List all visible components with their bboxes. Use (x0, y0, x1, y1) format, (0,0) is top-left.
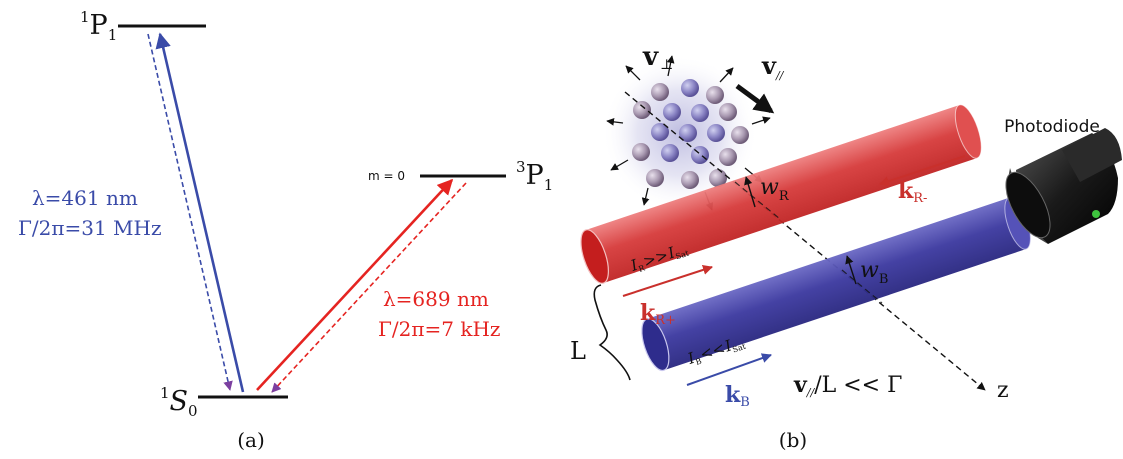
atom (651, 83, 669, 101)
z-axis-over-blue (841, 269, 883, 304)
atoms (632, 79, 749, 189)
label-1P1: 1P1 (80, 8, 117, 44)
atom (681, 171, 699, 189)
v-perp-label: v⊥ (642, 42, 673, 73)
caption-a: (a) (237, 428, 265, 452)
kB-arrow (686, 353, 772, 386)
blue-absorption-arrow (155, 32, 245, 393)
atom (709, 169, 727, 187)
atom (707, 124, 725, 142)
blue-wavelength-label: λ=461 nm (32, 186, 138, 210)
condition-label: v///L << Γ (793, 372, 902, 399)
atom-velocity-arrow (719, 67, 734, 83)
panel-b: v⊥ v// wR wB (570, 42, 1122, 452)
atom (691, 146, 709, 164)
red-beam-body (585, 104, 978, 284)
label-m0: m = 0 (368, 169, 405, 183)
kR-plus-label: kR+ (640, 300, 676, 328)
kB-label: kB (725, 382, 750, 410)
atom (719, 103, 737, 121)
photodiode-label: Photodiode (1004, 117, 1100, 137)
atom-velocity-arrow (606, 118, 624, 126)
atom (632, 143, 650, 161)
atom (646, 169, 664, 187)
atom (679, 124, 697, 142)
atom-velocity-arrow (641, 187, 650, 206)
separation-label: L (570, 337, 586, 365)
photodiode-back-block (1062, 128, 1122, 182)
label-3P1: 3P1 (516, 158, 553, 194)
atom (691, 104, 709, 122)
atom-velocity-arrow (625, 65, 641, 81)
atom-velocity-arrow (610, 159, 629, 171)
photodiode-led-icon (1092, 210, 1100, 218)
label-1S0: 1S0 (160, 384, 198, 420)
wR-arrow (744, 176, 756, 208)
kR-minus-label: kR- (898, 178, 927, 206)
wB-label: wB (860, 258, 888, 287)
blue-linewidth-label: Γ/2π=31 MHz (18, 216, 162, 240)
atom (731, 126, 749, 144)
photodiode: Photodiode (1004, 117, 1122, 244)
red-beam (580, 104, 982, 284)
atom (651, 123, 669, 141)
wB-arrow (845, 255, 857, 285)
red-absorption-arrow (256, 178, 454, 391)
atom (719, 148, 737, 166)
blue-beam-near-cap (641, 318, 670, 372)
caption-b: (b) (779, 428, 807, 452)
atom (681, 79, 699, 97)
atom-velocity-arrow (666, 55, 675, 77)
atom (706, 86, 724, 104)
v-par-label: v// (761, 51, 785, 82)
z-axis-label: z (997, 378, 1009, 403)
blue-beam-body (646, 197, 1027, 371)
blue-decay-arrow (147, 33, 233, 391)
atom (661, 144, 679, 162)
red-beam-near-cap (580, 229, 609, 284)
panel-a: 1P1 3P1 m = 0 1S0 λ=461 nm Γ/2π=31 MHz λ… (18, 8, 553, 452)
kR-minus-arrow (879, 155, 966, 186)
atom-velocity-arrow (751, 116, 771, 125)
blue-beam (641, 197, 1031, 372)
z-axis-line (624, 91, 986, 391)
red-wavelength-label: λ=689 nm (383, 287, 489, 311)
separation-brace (593, 284, 631, 381)
atom-cloud (602, 55, 771, 211)
photodiode-lens (1005, 171, 1051, 239)
atom (663, 103, 681, 121)
wR-label: wR (760, 175, 790, 204)
v-par-arrow (735, 83, 775, 114)
kR-plus-arrow (622, 265, 713, 297)
atom (633, 101, 651, 119)
red-beam-far-cap (954, 104, 982, 159)
red-linewidth-label: Γ/2π=7 kHz (378, 317, 500, 341)
